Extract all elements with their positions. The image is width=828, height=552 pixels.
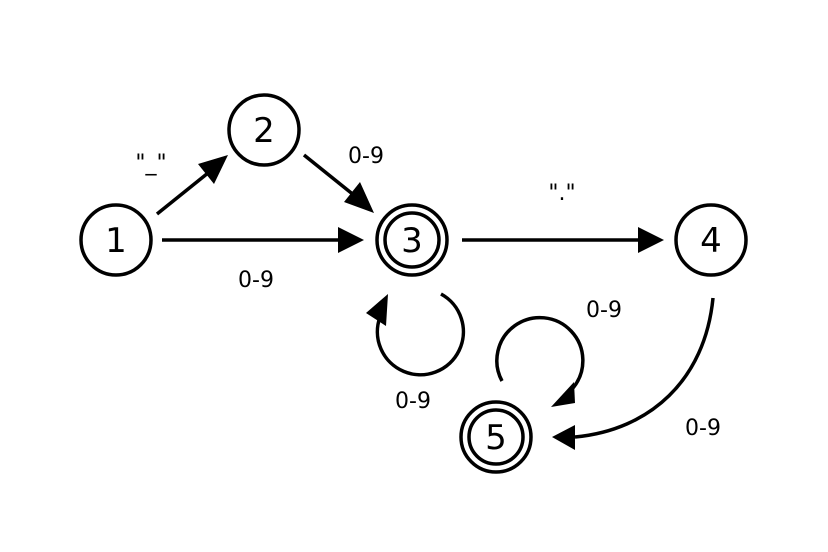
edge-label-3-self: 0-9 — [395, 389, 431, 414]
arrowhead-icon — [551, 382, 575, 407]
edge-label-3-to-4: "." — [548, 181, 575, 206]
edge-label-2-to-3: 0-9 — [348, 144, 384, 169]
edges — [155, 153, 715, 450]
edge-4-to-5 — [574, 297, 715, 439]
state-node-1[interactable]: 1 — [79, 203, 153, 277]
edge-labels: "_" 0-9 0-9 0-9 "." 0-9 0-9 — [135, 144, 721, 441]
edge-2-to-3 — [302, 153, 357, 198]
nodes: 1 2 3 4 5 — [79, 93, 748, 474]
edge-label-1-to-2: "_" — [135, 151, 166, 176]
edge-5-self-loop — [495, 315, 585, 390]
node-label: 1 — [105, 221, 127, 261]
arrowhead-icon — [198, 155, 228, 184]
node-label: 2 — [253, 111, 275, 151]
arrowhead-icon — [338, 227, 364, 253]
arrowhead-icon — [344, 182, 374, 213]
node-label: 3 — [401, 221, 423, 261]
state-node-3-accepting[interactable]: 3 — [375, 203, 449, 277]
edge-label-5-self: 0-9 — [586, 298, 622, 323]
state-node-5-accepting[interactable]: 5 — [459, 400, 533, 474]
arrowhead-icon — [366, 294, 388, 326]
node-label: 5 — [485, 418, 507, 458]
state-node-4[interactable]: 4 — [674, 203, 748, 277]
edge-3-self-loop — [375, 292, 466, 377]
state-node-2[interactable]: 2 — [227, 93, 301, 167]
edge-1-to-2 — [155, 171, 210, 216]
arrowhead-icon — [552, 425, 575, 450]
edge-label-1-to-3: 0-9 — [238, 268, 274, 293]
node-label: 4 — [700, 221, 722, 261]
edge-label-4-to-5: 0-9 — [685, 416, 721, 441]
arrowhead-icon — [638, 227, 664, 253]
